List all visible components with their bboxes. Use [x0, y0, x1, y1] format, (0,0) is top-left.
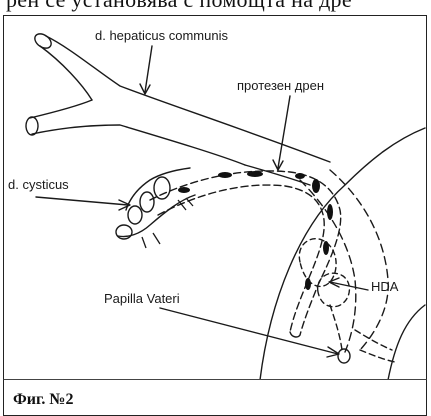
caption-frame: Фиг. №2: [3, 379, 427, 416]
arrow-cysticus: [36, 197, 128, 205]
label-cysticus: d. cysticus: [8, 177, 69, 192]
duodenum-inner-wall: [388, 305, 425, 380]
lower-branch-end: [26, 117, 38, 135]
hda-loop-2: [318, 273, 350, 307]
figure-caption: Фиг. №2: [13, 391, 74, 409]
hda-vessel-down: [330, 305, 342, 350]
deposit-1: [218, 172, 232, 178]
deposit-3: [295, 173, 305, 179]
label-papilla: Papilla Vateri: [104, 291, 180, 306]
cbd-dashed-left: [300, 180, 356, 352]
hda-loop-1: [299, 239, 336, 287]
label-hda: HDA: [371, 279, 399, 294]
cystic-valve-2: [140, 192, 154, 212]
upper-branch-top: [46, 36, 330, 162]
upper-branch-end: [32, 31, 54, 51]
deposit-4: [312, 179, 320, 193]
deposit-7: [305, 278, 311, 290]
lower-branch-bottom: [32, 125, 245, 165]
duodenum-outline: [260, 128, 425, 380]
cbd-dashed-right: [330, 170, 388, 350]
deposit-5: [327, 204, 333, 220]
label-hepaticus: d. hepaticus communis: [95, 28, 228, 43]
deposit-8: [178, 187, 190, 193]
lower-branch-top: [30, 100, 92, 118]
papilla-vateri: [338, 349, 350, 363]
drain-tip: [290, 332, 300, 337]
clip-2: [153, 233, 160, 244]
clip-1: [142, 237, 146, 248]
cystic-valve-1: [154, 177, 170, 199]
arrow-prosthesis: [278, 96, 290, 168]
arrow-papilla: [160, 308, 338, 354]
drain-upper: [150, 171, 341, 335]
deposit-6: [323, 241, 329, 255]
upper-branch-bottom: [40, 46, 92, 100]
cystic-valve-3: [128, 206, 142, 224]
arrow-hepaticus: [145, 46, 152, 92]
hda-vessel-right-2: [360, 350, 395, 362]
deposit-2: [247, 171, 263, 177]
label-prosthesis: протезен дрен: [237, 78, 324, 93]
